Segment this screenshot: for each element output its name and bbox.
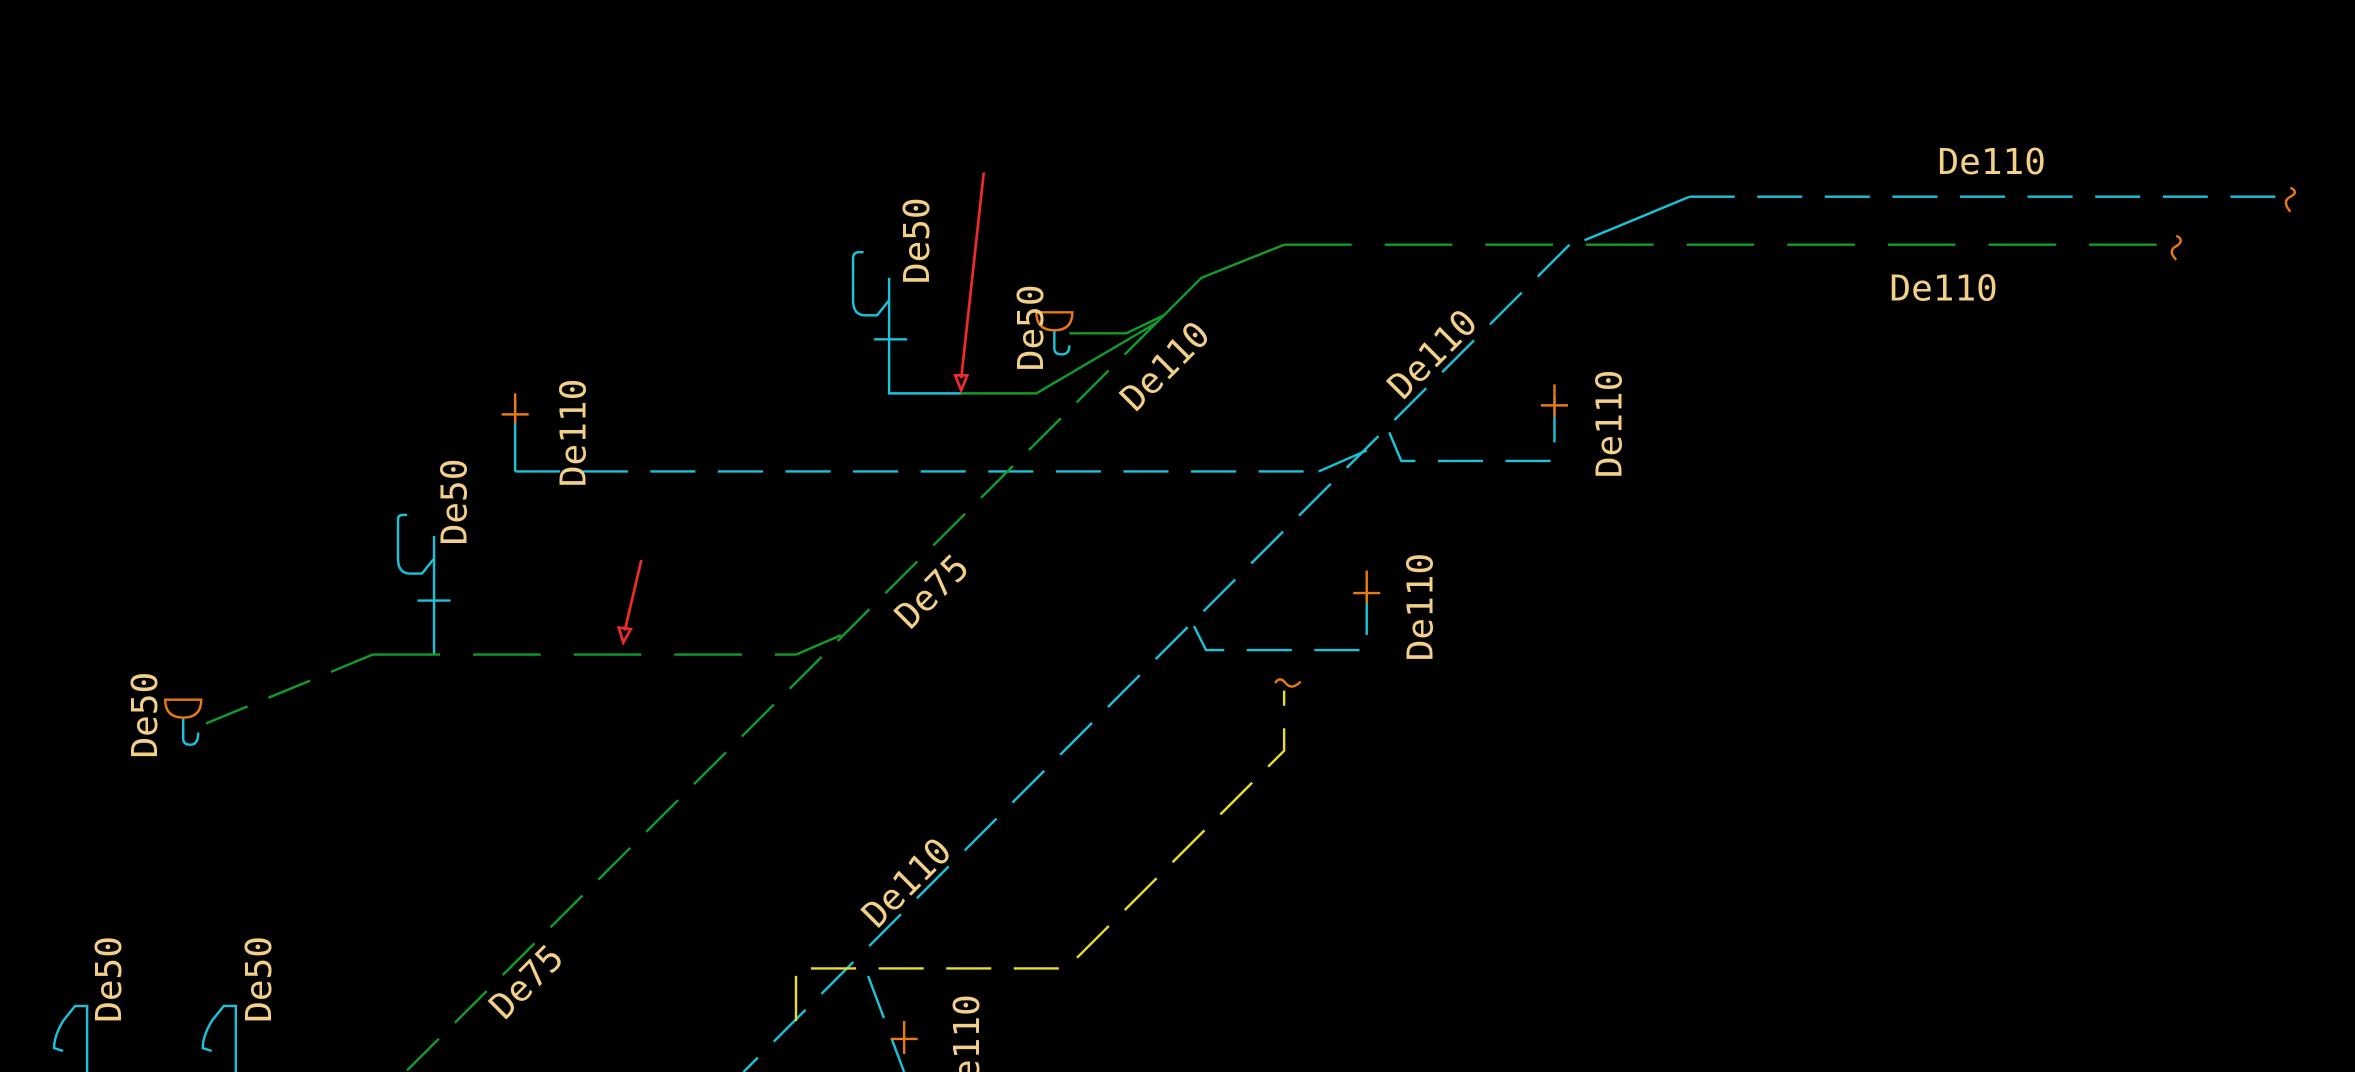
end-cap-top-right-cyan (2284, 186, 2297, 213)
label-de110-left-riser: De110 (553, 379, 594, 487)
pipe-top-diagonal (1584, 195, 1691, 242)
floor-drain-stub-top (1053, 330, 1071, 356)
green-drain-pipes (197, 243, 2178, 1072)
pipe-green-drain-branch (1069, 314, 1165, 335)
pipe-labels: De110 De110 De50 De50 De110 De110 De110 … (89, 142, 2046, 1072)
label-de50-top-riser: De50 (897, 197, 938, 284)
trap-de50-mid (396, 513, 435, 575)
label-de50-bottom-left-2: De50 (239, 936, 280, 1023)
trap-de50-bottom-left-2 (201, 1004, 238, 1072)
red-arrowhead-top (953, 373, 970, 395)
pipe-green-diagonal-de75 (404, 321, 1158, 1072)
label-de50-floor-drain-left: De50 (125, 672, 166, 759)
pipe-lower-branch (1192, 570, 1368, 652)
red-arrowhead-mid (616, 625, 633, 647)
pipe-right-branch (1388, 384, 1556, 463)
pipe-riser-de50-top (887, 277, 962, 395)
floor-drain-top (1035, 311, 1074, 332)
floor-drain-stub-left (182, 717, 200, 746)
trap-de50-top (851, 251, 891, 317)
red-markers (616, 172, 986, 647)
label-de110-green-diagonal: De110 (1113, 314, 1219, 420)
end-cap-yellow (1274, 678, 1302, 688)
pipe-long-diagonal (742, 243, 1571, 1072)
pipe-green-mid-joint (795, 633, 842, 656)
label-de110-top-right-lower: De110 (1889, 268, 1997, 309)
label-de110-lower-diagonal: De110 (854, 831, 960, 937)
orange-fittings (164, 186, 2297, 1054)
pipe-middle-joint (1318, 449, 1368, 473)
label-de110-bottom-riser: De110 (947, 994, 988, 1072)
label-de110-right-riser: De110 (1590, 370, 1631, 478)
floor-drain-left (164, 698, 203, 719)
red-arrow-top (959, 172, 986, 379)
pipe-yellow-route (794, 690, 1286, 1021)
end-cap-top-right-green (2170, 234, 2182, 261)
label-de75-mid: De75 (887, 547, 977, 637)
label-de50-mid-riser: De50 (434, 459, 475, 546)
pipe-bottom-branch (866, 975, 906, 1072)
pipe-green-top-branch (961, 321, 1158, 395)
label-de110-cyan-diagonal: De110 (1380, 302, 1486, 408)
trap-de50-bottom-left-1 (52, 1004, 89, 1072)
red-arrow-mid (623, 559, 643, 631)
pipe-green-top-joint (1155, 243, 1285, 324)
cyan-drain-pipes (52, 195, 2291, 1072)
pipe-green-left-branch (197, 653, 373, 728)
yellow-pipe (794, 690, 1286, 1021)
label-de110-lower-riser: De110 (1400, 553, 1441, 661)
label-de110-top-right: De110 (1937, 142, 2045, 183)
label-de50-floor-drain-top: De50 (1011, 284, 1052, 371)
label-de50-bottom-left-1: De50 (89, 936, 130, 1023)
